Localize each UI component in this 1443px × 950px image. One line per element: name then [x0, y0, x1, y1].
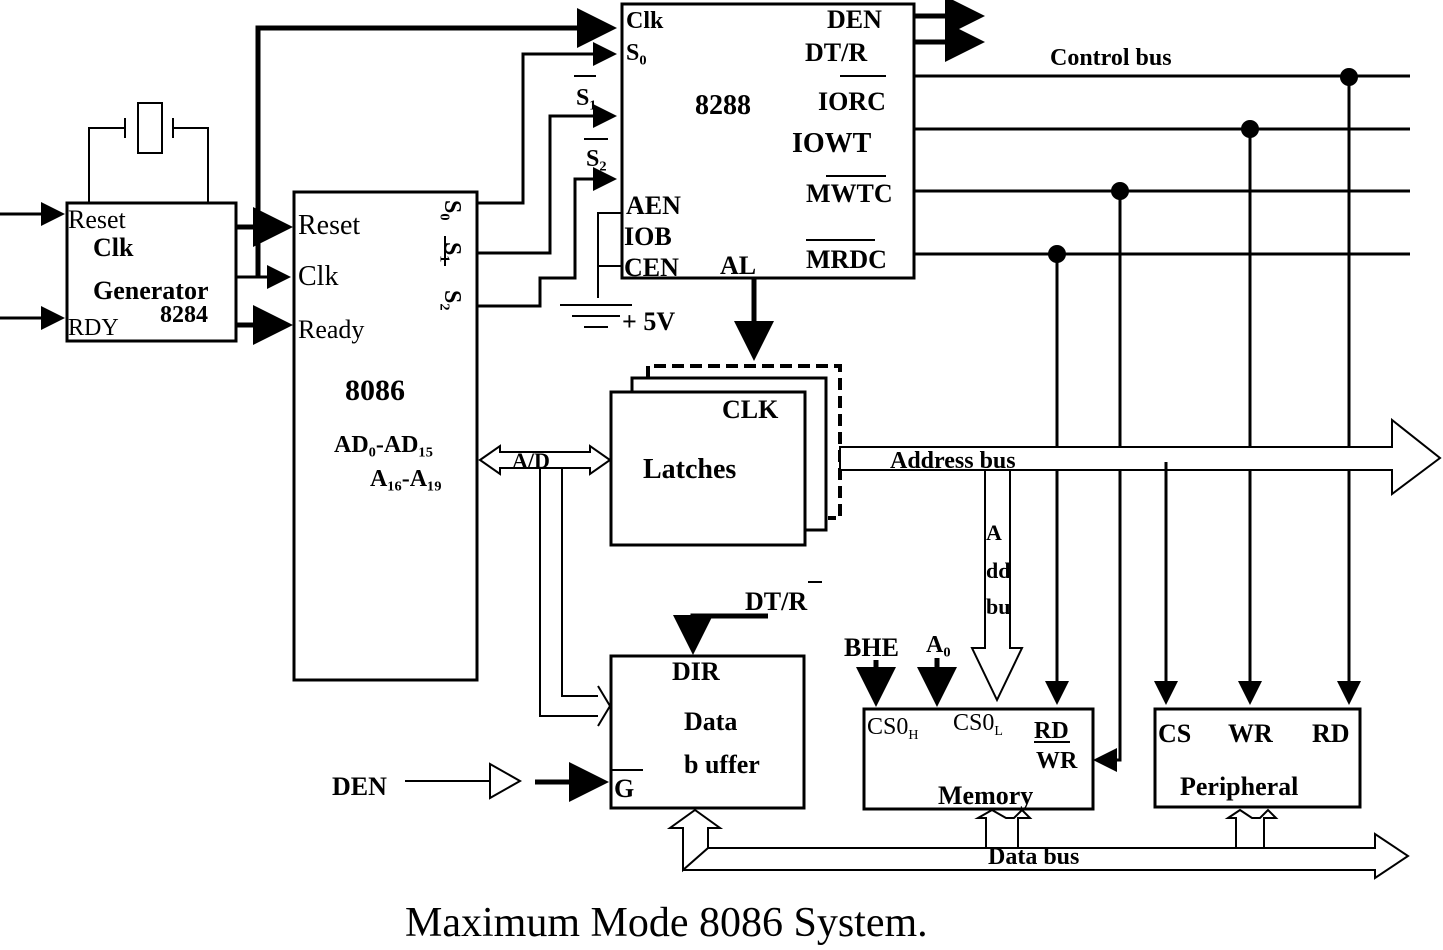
bus-controller-box [620, 2, 916, 280]
data-bus-to-peripheral-arrow [1224, 808, 1279, 848]
address-bus-arrow [839, 417, 1442, 496]
bc-mwtc-pin: MWTC [806, 179, 893, 208]
cpu-ready-pin: Ready [298, 315, 364, 344]
address-bus: Address bus A dd bu [839, 417, 1442, 705]
status-wires: S₁ S₂ [477, 42, 617, 308]
ad-to-buffer-line1 [539, 468, 598, 717]
latch-clk-pin: CLK [722, 395, 779, 424]
data-bus-outline [683, 832, 1410, 880]
peripheral-name: Peripheral [1180, 772, 1298, 801]
data-bus-to-buffer-arrow [666, 808, 724, 873]
s1-wire [477, 104, 617, 255]
buffer-dtr-input: DT/R [745, 587, 807, 616]
bc-mrdc-pin: MRDC [806, 245, 887, 274]
ad-bus-label: A/D [512, 448, 550, 473]
bc-s0-pin: S₀ [626, 40, 647, 66]
cpu-clk-pin: Clk [298, 261, 338, 292]
clock-generator-8284: Reset Clk Generator 8284 RDY [0, 102, 238, 343]
ground-icon [560, 304, 632, 328]
bc-iowt-pin: IOWT [792, 128, 872, 159]
memory: BHE A₀ CS0H CS0L RD WR Memory [844, 632, 1095, 811]
cpu-s2-pin: S₂ [439, 290, 465, 311]
cpu-ad-pins: AD₀-AD₁₅ [334, 432, 433, 458]
memory-cs0h-pin: CS0H [867, 714, 918, 743]
clkgen-name-line1: Clk [93, 233, 134, 262]
s0-wire [477, 42, 617, 205]
latch-name: Latches [643, 454, 736, 485]
memory-cs0l-pin: CS0L [953, 710, 1003, 739]
bc-cen-pin: CEN [624, 253, 679, 282]
clock-generator-box [65, 201, 238, 343]
control-bus-label: Control bus [1050, 45, 1172, 71]
memory-bhe-input: BHE [844, 633, 899, 662]
supply-label: + 5V [622, 307, 675, 336]
peripheral: CS WR RD Peripheral [1153, 707, 1362, 809]
clkgen-reset-pin: Reset [68, 205, 127, 234]
latch-stack-back [646, 364, 842, 520]
diagram-caption: Maximum Mode 8086 System. [405, 900, 928, 946]
bus-controller-8288: Clk S₀ 8288 AEN IOB CEN AL DEN DT/R IORC… [560, 0, 985, 361]
s1-wire-label: S₁ [576, 85, 597, 111]
memory-name: Memory [938, 781, 1033, 810]
data-bus: Data bus [666, 808, 1410, 880]
cpu-a-pins: A₁₆-A₁₉ [370, 466, 441, 492]
data-bus-to-memory-arrow [974, 808, 1033, 848]
latch-box [609, 390, 807, 547]
bc-iorc-pin: IORC [818, 87, 886, 116]
mwtc-to-memory-wr [1093, 191, 1122, 772]
ad-bus-arrow [478, 444, 612, 476]
memory-box [862, 707, 1095, 811]
dtr-to-dir-arrow [673, 613, 768, 655]
bc-chip-number: 8288 [695, 90, 751, 121]
buffer-g-pin: G [614, 774, 634, 803]
bc-iob-pin: IOB [624, 222, 672, 251]
bc-den-pin: DEN [827, 5, 882, 34]
cpu-s0-pin: S₀ [439, 200, 465, 221]
data-bus-label: Data bus [988, 844, 1079, 870]
peripheral-rd-pin: RD [1312, 719, 1350, 748]
latch-stack-middle [630, 376, 828, 532]
bc-aen-pin: AEN [626, 191, 681, 220]
memory-a0-input: A₀ [926, 632, 951, 658]
addr-bus-vertical-text-3: bu [986, 594, 1010, 619]
clk-to-8288-wire [255, 8, 617, 277]
data-buffer: DIR Data b uffer G DT/R DEN [332, 581, 822, 810]
clkgen-chip-number: 8284 [160, 302, 208, 328]
data-buffer-box [609, 654, 806, 810]
clkgen-rdy-pin: RDY [68, 315, 119, 341]
s2-wire-label: S₂ [586, 146, 607, 172]
latches: CLK Latches [609, 364, 842, 547]
s2-wire [477, 167, 617, 308]
bc-clk-pin: Clk [626, 8, 664, 34]
crystal-icon [88, 102, 209, 203]
buffer-name-line2: b uffer [684, 750, 760, 779]
buffer-dir-pin: DIR [672, 657, 720, 686]
ad-to-buffer-line2 [561, 468, 598, 697]
peripheral-box [1153, 707, 1362, 809]
bc-dtr-pin: DT/R [805, 38, 867, 67]
memory-wr-pin: WR [1036, 748, 1078, 774]
peripheral-cs-pin: CS [1158, 719, 1191, 748]
cpu-s1-pin: S₁ [439, 242, 465, 263]
addr-bus-vertical-text-1: A [986, 520, 1002, 545]
clkgen-to-cpu-wires [236, 8, 617, 345]
peripheral-wr-pin: WR [1228, 719, 1273, 748]
cpu-box [292, 190, 479, 682]
buffer-den-input: DEN [332, 772, 387, 801]
cpu-8086: Reset Clk Ready 8086 AD₀-AD₁₅ A₁₆-A₁₉ S₀… [292, 190, 479, 682]
memory-rd-pin: RD [1034, 718, 1069, 744]
ad-bus: A/D [478, 444, 612, 727]
cpu-chip-number: 8086 [345, 374, 405, 407]
cpu-reset-pin: Reset [298, 210, 360, 241]
ad-to-buffer-head [597, 685, 612, 727]
clkgen-name-line2: Generator [93, 276, 209, 305]
control-bus: Control bus [914, 45, 1410, 772]
buffer-name-line1: Data [684, 707, 737, 736]
bc-al-pin: AL [720, 251, 756, 280]
address-to-memory-arrow [970, 469, 1024, 703]
addr-bus-vertical-text-2: dd [986, 558, 1010, 583]
inverter-icon [489, 762, 523, 800]
